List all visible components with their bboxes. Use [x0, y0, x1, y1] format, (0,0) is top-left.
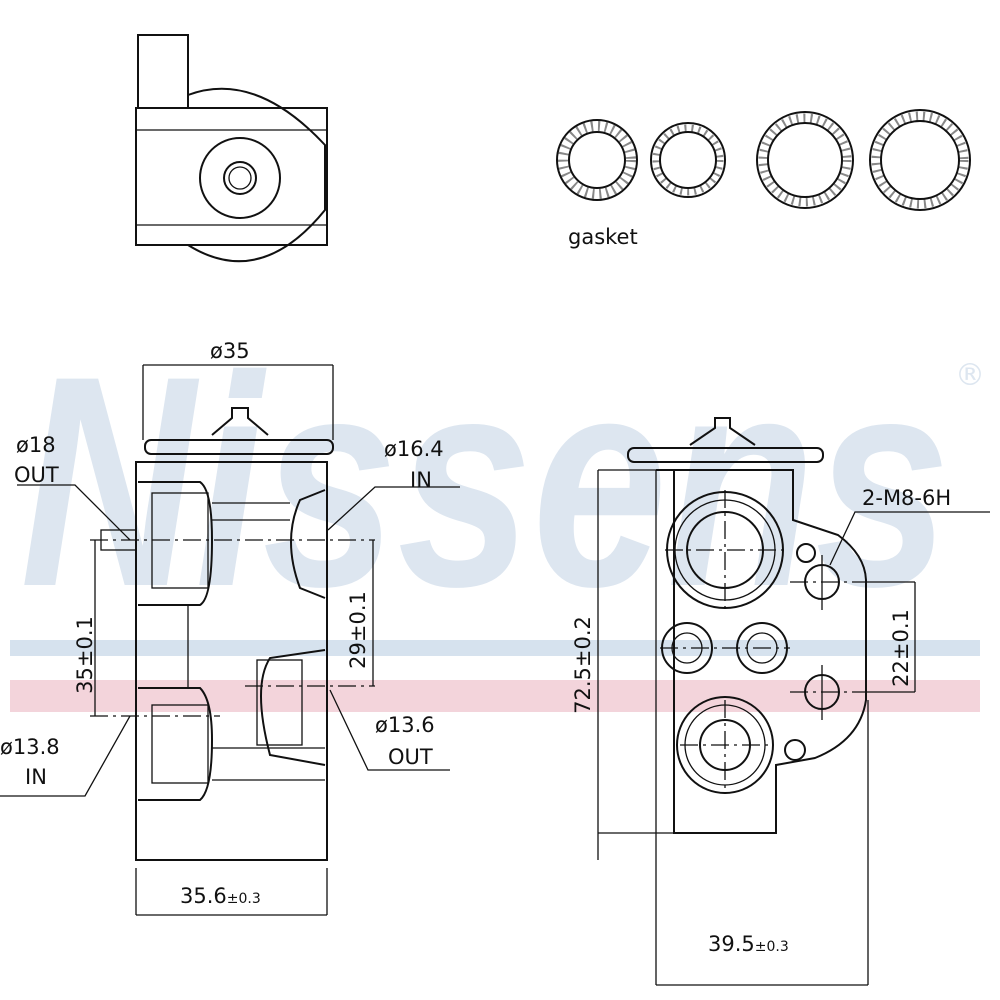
right-spacing-label: 29±0.1	[346, 591, 370, 669]
gasket-4	[869, 109, 971, 211]
nissens-watermark: Nissens ®	[10, 313, 985, 712]
port-bottom-left-diameter: ø13.8	[0, 735, 60, 759]
gasket-1	[556, 119, 638, 201]
front-view: 2-M8-6H 72.5±0.2 22±0.1 39.5±0.3	[571, 417, 990, 986]
port-bottom-right-direction: OUT	[388, 745, 433, 769]
side-view: ø35 35±0.1 29±0.1 ø18 OUT ø16.4 IN ø13.8…	[0, 339, 460, 916]
gasket-label: gasket	[568, 225, 638, 249]
side-width-label: 35.6±0.3	[180, 884, 261, 908]
registered-mark: ®	[955, 358, 985, 393]
bolt-spacing-label: 22±0.1	[889, 609, 913, 687]
gasket-3	[756, 111, 854, 209]
port-bottom-left-direction: IN	[25, 765, 47, 789]
port-top-right-direction: IN	[410, 468, 432, 492]
port-top-left-direction: OUT	[14, 463, 59, 487]
gaskets: gasket	[556, 109, 971, 249]
watermark-pink-stripe	[10, 680, 980, 712]
port-bottom-right-diameter: ø13.6	[375, 713, 435, 737]
left-spacing-label: 35±0.1	[73, 616, 97, 694]
port-top-left-diameter: ø18	[16, 433, 56, 457]
top-view	[135, 34, 328, 263]
gasket-2	[650, 122, 726, 198]
thread-label: 2-M8-6H	[862, 486, 951, 510]
port-top-right-diameter: ø16.4	[384, 437, 444, 461]
flange-diameter-label: ø35	[210, 339, 250, 363]
front-width-label: 39.5±0.3	[708, 932, 789, 956]
height-label: 72.5±0.2	[571, 616, 595, 714]
